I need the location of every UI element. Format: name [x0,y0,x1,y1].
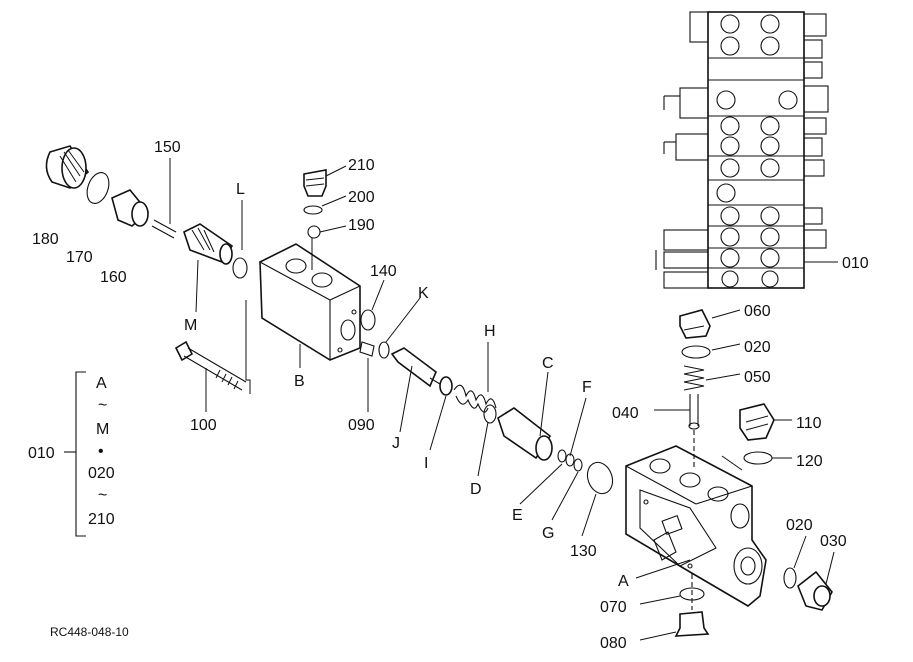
part-030-plug [797,551,835,611]
label-020-upper: 020 [744,339,771,356]
label-190: 190 [348,217,375,234]
label-B: B [294,373,305,390]
label-H: H [484,323,496,340]
label-200: 200 [348,189,375,206]
label-D: D [470,481,482,498]
label-140: 140 [370,263,397,280]
label-080: 080 [600,635,627,652]
part-100-bolt [174,340,247,412]
part-120-o-ring [743,451,773,465]
part-M-relief-valve [183,223,234,265]
part-110-plug [739,403,792,441]
part-E-ring [557,449,567,463]
part-J-spool [390,347,441,433]
part-D-o-ring [483,404,497,424]
part-170-o-ring [86,172,110,204]
label-170: 170 [66,249,93,266]
legend-bracket [64,371,86,537]
part-F-ring [565,453,575,467]
label-100: 100 [190,417,217,434]
label-180: 180 [32,231,59,248]
label-G: G [542,525,554,542]
label-I: I [424,455,428,472]
label-020-lower: 020 [786,517,813,534]
label-E: E [512,507,523,524]
legend-line-6: ~ [98,487,107,504]
part-L-o-ring [232,257,248,279]
part-020-o-ring-lower [783,567,797,589]
label-130: 130 [570,543,597,560]
legend-line-2: ~ [98,397,107,414]
label-J: J [392,435,400,452]
legend-line-4: • [98,443,104,460]
part-B-valve-block [259,238,361,361]
callout-labels: 150 180 170 160 L M 210 200 190 140 K B … [32,139,869,652]
legend-line-1: A [96,375,107,392]
part-060-plug [679,309,741,339]
label-C: C [542,355,554,372]
part-A-housing [625,445,767,607]
part-K-ring [378,341,390,359]
label-010-assembly: 010 [842,255,869,272]
part-150-pin [151,158,177,239]
label-150: 150 [154,139,181,156]
part-200-washer [303,205,323,215]
legend-line-3: M [96,421,109,438]
label-F: F [582,379,592,396]
part-G-ring [573,458,583,472]
part-050-spring [683,365,705,391]
label-210: 210 [348,157,375,174]
part-160-piston [111,189,150,227]
part-180-plug [45,145,90,189]
label-K: K [418,285,429,302]
part-190-ball [307,225,321,239]
label-M: M [184,317,197,334]
part-080-plug [639,611,710,641]
label-160: 160 [100,269,127,286]
label-090: 090 [348,417,375,434]
part-210-plug [303,169,327,197]
legend-line-5: 020 [88,465,115,482]
legend-code: 010 [28,445,55,462]
part-I-seat [429,376,453,451]
part-130-o-ring [586,461,614,495]
legend-line-7: 210 [88,511,115,528]
legend: 010 A ~ M • 020 ~ 210 [28,375,115,528]
label-030: 030 [820,533,847,550]
valve-stack-assembly [655,11,838,289]
label-060: 060 [744,303,771,320]
part-C-cylinder [497,371,553,461]
label-120: 120 [796,453,823,470]
label-070: 070 [600,599,627,616]
label-110: 110 [796,415,822,432]
part-140-o-ring [360,309,376,331]
label-A: A [618,573,629,590]
part-090-spacer [359,341,375,412]
figure-reference: RC448-048-10 [50,625,129,639]
part-040-poppet [654,394,700,430]
part-H-spring [453,342,497,413]
label-L: L [236,181,245,198]
part-020-o-ring-upper [681,345,711,359]
label-040: 040 [612,405,639,422]
label-050: 050 [744,369,771,386]
